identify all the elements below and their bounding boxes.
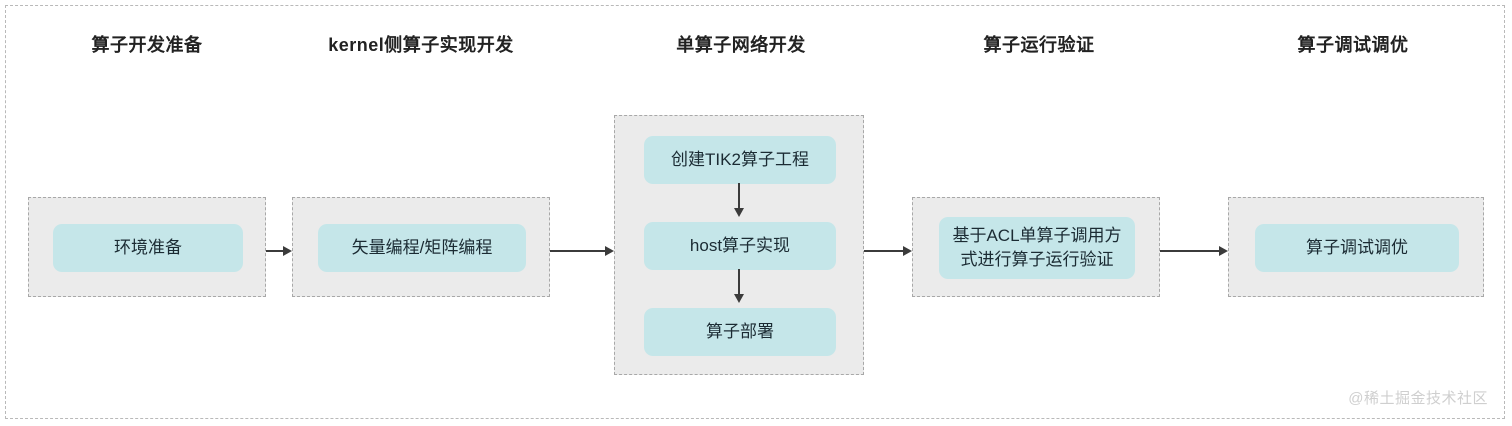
stage-single-op-network: 创建TIK2算子工程 host算子实现算子部署: [614, 115, 864, 375]
arrow-kernel-to-network: [550, 245, 614, 257]
arrow-network-to-verify: [864, 245, 912, 257]
node-box[interactable]: 创建TIK2算子工程: [644, 136, 836, 184]
watermark: @稀土掘金技术社区: [1348, 390, 1488, 407]
arrow-head-icon: [1219, 245, 1228, 256]
arrow-shaft: [864, 250, 904, 252]
node-box[interactable]: 算子调试调优: [1255, 224, 1459, 272]
arrow-shaft: [550, 250, 606, 252]
node-box[interactable]: 算子部署: [644, 308, 836, 356]
stage-debug-tune: 算子调试调优: [1228, 197, 1484, 297]
arrow-verify-to-debug: [1160, 245, 1228, 257]
stage-headings-row: 算子开发准备 kernel侧算子实现开发 单算子网络开发 算子运行验证 算子调试调优: [0, 32, 1512, 66]
arrow-env-to-kernel: [266, 245, 292, 257]
arrow-host-to-deploy: [733, 269, 745, 303]
arrow-head-icon: [733, 208, 744, 217]
stage-kernel-impl: 矢量编程/矩阵编程: [292, 197, 550, 297]
arrow-shaft: [266, 250, 284, 252]
arrow-head-icon: [733, 294, 744, 303]
arrow-shaft: [738, 269, 740, 295]
stage-heading-2: kernel侧算子实现开发: [328, 35, 514, 55]
stage-heading-1: 算子开发准备: [91, 35, 203, 55]
stage-runtime-verify: 基于ACL单算子调用方式进行算子运行验证: [912, 197, 1160, 297]
stage-env-prep: 环境准备: [28, 197, 266, 297]
arrow-head-icon: [283, 245, 292, 256]
arrow-shaft: [738, 183, 740, 209]
stage-heading-4: 算子运行验证: [983, 35, 1095, 55]
stage-heading-5: 算子调试调优: [1297, 35, 1409, 55]
node-box[interactable]: 矢量编程/矩阵编程: [318, 224, 526, 272]
arrow-create-to-host: [733, 183, 745, 217]
arrow-shaft: [1160, 250, 1220, 252]
node-box[interactable]: 基于ACL单算子调用方式进行算子运行验证: [939, 217, 1135, 279]
node-box[interactable]: host算子实现: [644, 222, 836, 270]
stage-heading-3: 单算子网络开发: [676, 35, 806, 55]
arrow-head-icon: [605, 245, 614, 256]
node-box[interactable]: 环境准备: [53, 224, 243, 272]
arrow-head-icon: [903, 245, 912, 256]
